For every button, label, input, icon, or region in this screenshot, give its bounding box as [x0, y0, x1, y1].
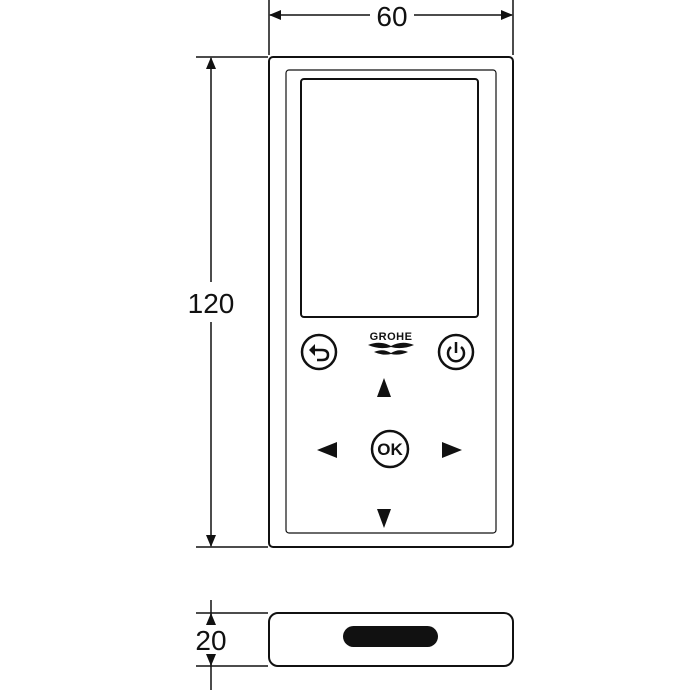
power-button[interactable]: [437, 333, 475, 371]
device-bottom-view: [268, 612, 514, 667]
logo-wave-lower: [374, 350, 408, 355]
depth-dimension-label: 20: [195, 625, 226, 656]
brand-logo-text: GROHE: [370, 331, 413, 343]
height-dimension-label: 120: [188, 288, 235, 319]
arrow-up-icon[interactable]: [377, 378, 391, 397]
ok-button-label: OK: [377, 440, 403, 459]
ok-button[interactable]: OK: [370, 429, 410, 469]
height-dimension: 120: [188, 56, 268, 548]
display-screen: [300, 78, 479, 318]
arrow-left-icon[interactable]: [317, 442, 337, 458]
back-icon: [309, 344, 330, 362]
device-front-view: GROHE OK: [268, 56, 514, 548]
depth-dimension: 20: [195, 600, 268, 690]
back-button[interactable]: [300, 333, 338, 371]
logo-wave-upper: [368, 342, 414, 349]
width-dimension: 60: [268, 0, 514, 55]
arrow-right-icon[interactable]: [442, 442, 462, 458]
arrow-down-icon[interactable]: [377, 509, 391, 528]
power-icon: [446, 342, 466, 363]
width-dimension-label: 60: [376, 1, 407, 32]
grohe-logo-icon: GROHE: [368, 331, 414, 355]
device-bezel: [285, 69, 497, 534]
bottom-slot: [343, 626, 438, 647]
